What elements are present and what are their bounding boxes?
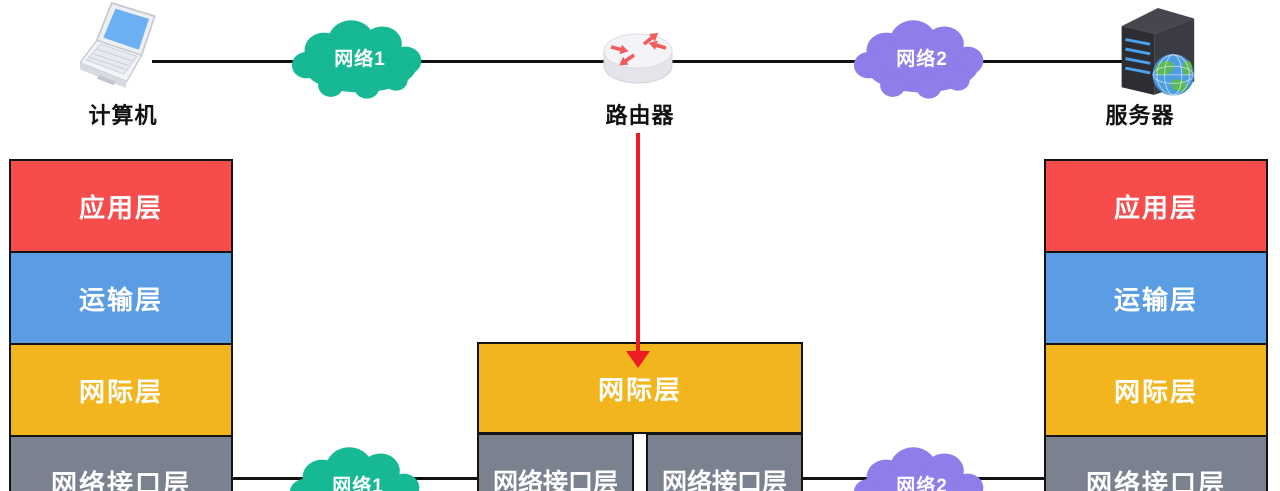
cloud-icon xyxy=(853,20,984,99)
server-layer-transport: 运输层 xyxy=(1044,251,1268,345)
server-icon xyxy=(1114,0,1198,100)
server-layer-internet: 网际层 xyxy=(1044,343,1268,437)
router-to-internet-arrow xyxy=(636,133,640,353)
network2-cloud-bottom: 网络2 xyxy=(849,442,995,491)
globe-icon xyxy=(1152,54,1194,96)
network1-cloud-top: 网络1 xyxy=(287,15,433,103)
router-layer-internet: 网际层 xyxy=(477,342,803,434)
network1-top-label: 网络1 xyxy=(334,48,386,70)
computer-layer-transport: 运输层 xyxy=(9,251,233,345)
cloud-icon xyxy=(289,447,420,491)
router-icon xyxy=(601,27,675,91)
computer-layer-application: 应用层 xyxy=(9,159,233,253)
router-layer-network-interface-left: 网络接口层 xyxy=(477,433,634,491)
laptop-icon xyxy=(78,1,164,90)
server-protocol-stack: 应用层 运输层 网际层 网络接口层 xyxy=(1044,159,1268,491)
network2-cloud-top: 网络2 xyxy=(849,15,995,103)
cloud-icon xyxy=(291,20,422,99)
computer-protocol-stack: 应用层 运输层 网际层 网络接口层 xyxy=(9,159,233,491)
network1-bottom-label: 网络1 xyxy=(332,475,384,491)
server-layer-application: 应用层 xyxy=(1044,159,1268,253)
server-label: 服务器 xyxy=(1105,103,1175,128)
network1-cloud-bottom: 网络1 xyxy=(285,442,431,491)
network2-top-label: 网络2 xyxy=(896,48,948,70)
router-layer-network-interface-right: 网络接口层 xyxy=(646,433,803,491)
computer-label: 计算机 xyxy=(88,103,158,128)
arrow-head-icon xyxy=(626,351,650,368)
server-layer-network-interface: 网络接口层 xyxy=(1044,435,1268,491)
network2-bottom-label: 网络2 xyxy=(896,475,948,491)
computer-layer-internet: 网际层 xyxy=(9,343,233,437)
cloud-icon xyxy=(853,447,984,491)
router-label: 路由器 xyxy=(605,103,675,128)
computer-layer-network-interface: 网络接口层 xyxy=(9,435,233,491)
